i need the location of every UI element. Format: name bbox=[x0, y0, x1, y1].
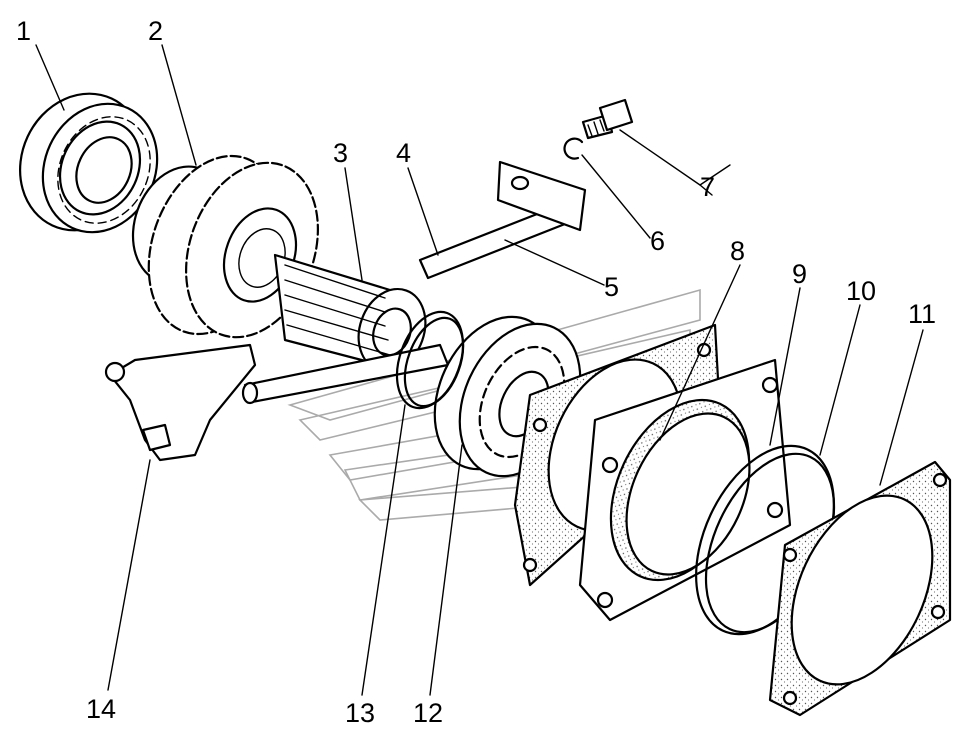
callout-7: 7 bbox=[700, 172, 715, 202]
callout-5: 5 bbox=[604, 272, 619, 302]
leader-lines bbox=[35, 44, 924, 696]
callout-8: 8 bbox=[730, 236, 745, 266]
splined-hub-icon bbox=[273, 253, 427, 373]
callout-14: 14 bbox=[86, 694, 116, 724]
callout-labels: 1 2 3 4 5 6 7 8 9 10 11 12 13 14 bbox=[16, 16, 936, 728]
callout-2: 2 bbox=[148, 16, 163, 46]
callout-9: 9 bbox=[792, 259, 807, 289]
callout-11: 11 bbox=[908, 299, 936, 329]
gasket-icon-11 bbox=[768, 460, 952, 717]
callout-10: 10 bbox=[846, 276, 876, 306]
snap-ring-icon-13 bbox=[395, 310, 465, 410]
callout-12: 12 bbox=[413, 698, 443, 728]
shift-rod-icon bbox=[418, 160, 587, 280]
callout-4: 4 bbox=[396, 138, 411, 168]
shift-fork-icon bbox=[104, 343, 257, 462]
bearing-cover-icon bbox=[578, 358, 792, 622]
callout-3: 3 bbox=[333, 138, 348, 168]
ball-bearing-icon bbox=[18, 92, 159, 234]
callout-1: 1 bbox=[16, 16, 31, 46]
bolt-icon bbox=[581, 98, 634, 140]
callout-13: 13 bbox=[345, 698, 375, 728]
lock-washer-icon bbox=[563, 137, 584, 160]
callout-6: 6 bbox=[650, 226, 665, 256]
